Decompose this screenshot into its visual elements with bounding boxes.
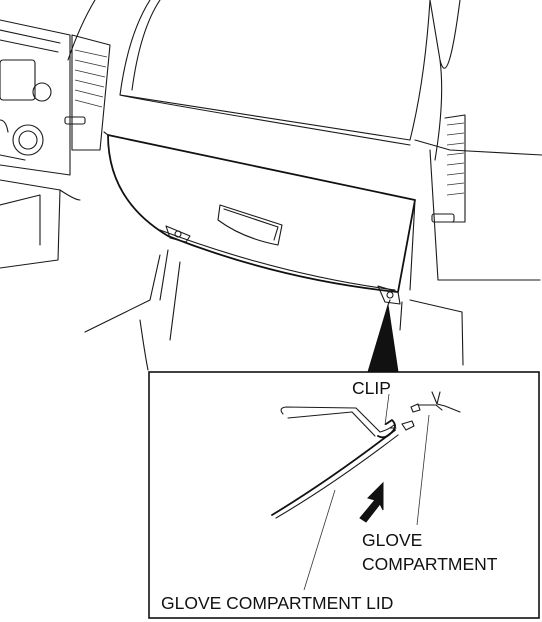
center-console <box>0 19 81 269</box>
glove-compartment-lid-label: GLOVE COMPARTMENT LID <box>161 593 393 613</box>
console-dial-icon <box>12 124 44 156</box>
right-air-vent <box>431 114 466 223</box>
right-hinge-clip <box>377 285 401 305</box>
left-air-vent <box>64 34 111 151</box>
detail-lid-arm <box>280 406 395 437</box>
console-knob-icon <box>32 82 52 102</box>
detail-pointer-icon <box>367 304 399 373</box>
detail-lid-edge <box>271 429 399 519</box>
detail-compartment-bracket <box>417 391 461 413</box>
clip-leader-line <box>384 393 390 426</box>
glove-compartment-leader-line <box>416 414 430 526</box>
glove-compartment-label-line2: COMPARTMENT <box>362 554 498 574</box>
clip-label: CLIP <box>352 378 391 398</box>
detail-clip <box>377 403 421 439</box>
glove-compartment-lid <box>103 131 416 305</box>
lower-dash-lines <box>84 249 464 371</box>
lid-leader-line <box>303 489 336 591</box>
left-hinge-clip <box>165 225 191 243</box>
removal-direction-arrow-icon <box>359 481 384 523</box>
glove-compartment-label-line1: GLOVE <box>362 530 422 550</box>
detail-inset-frame <box>148 371 540 619</box>
dashboard-upper-panel <box>67 0 542 281</box>
lid-handle <box>217 204 283 246</box>
